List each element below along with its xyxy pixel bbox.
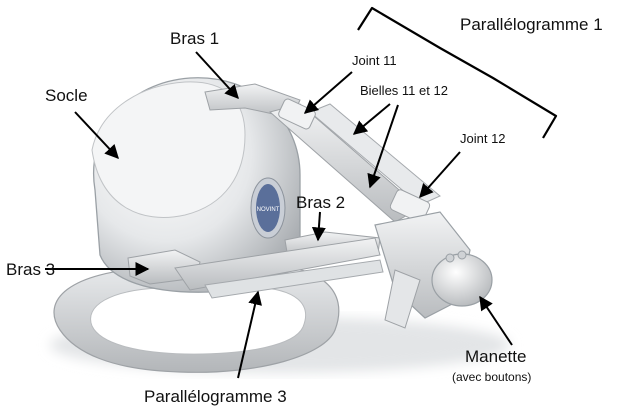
- label-joint-11: Joint 11: [352, 53, 397, 68]
- arrow-manette: [479, 295, 513, 346]
- leader-arrows: [45, 51, 513, 379]
- logo-badge: NOVINT: [250, 177, 286, 239]
- label-joint-12: Joint 12: [460, 131, 506, 146]
- arrow-bras1: [195, 51, 239, 100]
- parallelogramme-1-brace: [357, 6, 558, 139]
- joint-12: [389, 189, 431, 223]
- button-icon: [445, 253, 455, 263]
- arrow-joint11: [303, 71, 353, 114]
- label-parallelogramme-3: Parallélogramme 3: [144, 387, 287, 406]
- stylus-grip: [384, 269, 421, 329]
- button-icon: [457, 250, 467, 260]
- arrow-bielles-1: [352, 103, 391, 135]
- arrow-bras2: [311, 211, 326, 242]
- manette-knob: [431, 250, 493, 307]
- label-manette: Manette: [465, 347, 527, 366]
- label-bras-3: Bras 3: [6, 260, 56, 279]
- label-bras-1: Bras 1: [170, 29, 220, 48]
- logo-text: NOVINT: [257, 207, 280, 213]
- label-bras-2: Bras 2: [296, 193, 346, 212]
- joint-11: [278, 98, 316, 130]
- label-socle: Socle: [45, 86, 88, 105]
- label-bielles: Bielles 11 et 12: [360, 83, 448, 98]
- arrow-socle: [74, 111, 119, 160]
- arrow-joint12: [419, 151, 461, 199]
- socle-body: [91, 77, 301, 293]
- arrow-parallelogramme3: [237, 290, 262, 379]
- arrow-bielles-2: [367, 104, 399, 189]
- parallelogram-3: [174, 237, 384, 299]
- parallelogram-1: [268, 98, 441, 223]
- label-parallelogramme-1: Parallélogramme 1: [460, 15, 603, 34]
- label-manette-note: (avec boutons): [452, 370, 532, 384]
